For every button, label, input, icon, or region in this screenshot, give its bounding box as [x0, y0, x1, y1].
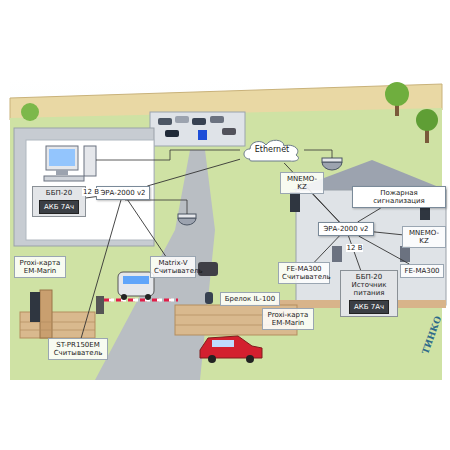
node-text: ББП-20 — [344, 273, 394, 281]
card-label: Proxi-карта EM-Marin — [14, 256, 66, 278]
controller-box: ЭРА-2000 v2 — [318, 222, 374, 236]
key-fob-label: Брелок IL-100 — [220, 292, 280, 306]
reader-post — [30, 292, 40, 322]
controller-box: ЭРА-2000 v2 — [96, 186, 150, 200]
node-text: АКБ 7Ач — [43, 203, 75, 211]
reader-label: FE-MA300 — [400, 264, 444, 278]
node-text: Proxi-карта EM-Marin — [18, 259, 62, 275]
front-fence — [20, 290, 297, 338]
wire — [147, 159, 240, 186]
power-supply: ББП-20Источник питанияАКБ 7Ач — [340, 270, 398, 317]
camera — [322, 158, 342, 170]
battery: АКБ 7Ач — [349, 300, 389, 314]
parking-lot — [150, 112, 245, 146]
network-wire — [304, 150, 332, 158]
camera-wire — [125, 200, 187, 214]
reader-label: ST-PR150EMСчитыватель — [48, 338, 108, 360]
right-building — [276, 160, 446, 308]
battery: АКБ 7Ач — [39, 200, 79, 214]
camera — [178, 214, 196, 225]
reader-label: MNEMO-KZ — [402, 226, 446, 248]
node-text: АКБ 7Ач — [353, 303, 385, 311]
node-text: Брелок IL-100 — [224, 295, 276, 303]
node-text: ST-PR150EM — [52, 341, 104, 349]
node-text: Считыватель — [282, 273, 326, 281]
reader-label: FE-MA300Считыватель — [278, 262, 330, 284]
wire — [128, 200, 166, 256]
node-text: MNEMO-KZ — [406, 229, 442, 245]
fire-alarm-box: Пожарная сигнализация — [352, 186, 446, 208]
voltage-label: 12 В — [82, 188, 100, 196]
network-wire — [96, 150, 240, 160]
reader-device — [198, 262, 218, 276]
node-text: Считыватель — [154, 267, 192, 275]
reader-label: MNEMO-KZ — [280, 172, 324, 194]
power-supply: ББП-20АКБ 7Ач — [32, 186, 86, 217]
mnemo-device — [290, 192, 300, 212]
node-text: MNEMO-KZ — [284, 175, 320, 191]
wire — [374, 232, 402, 235]
reader-label: Matrix-VСчитыватель — [150, 256, 196, 278]
node-text: Proxi-карта EM-Marin — [266, 311, 310, 327]
node-text: FE-MA300 — [282, 265, 326, 273]
node-text: Считыватель — [52, 349, 104, 357]
node-text: ЭРА-2000 v2 — [322, 225, 370, 233]
voltage-label: 12 В — [346, 244, 364, 252]
reader-device — [332, 246, 342, 262]
network-cloud: Ethernet — [240, 137, 304, 163]
node-text: ББП-20 — [36, 189, 82, 197]
node-text: FE-MA300 — [404, 267, 440, 275]
node-text: Пожарная сигнализация — [356, 189, 442, 205]
barrier — [96, 296, 178, 314]
wire — [81, 200, 121, 338]
card-label: Proxi-карта EM-Marin — [262, 308, 314, 330]
wire — [313, 194, 340, 222]
wire — [349, 236, 361, 270]
node-text: Matrix-V — [154, 259, 192, 267]
car — [118, 272, 154, 300]
node-text: ЭРА-2000 v2 — [100, 189, 146, 197]
left-building — [14, 128, 154, 246]
wire — [86, 197, 96, 198]
node-text: Ethernet — [240, 137, 304, 163]
node-text: Источник питания — [344, 281, 394, 297]
red-car — [200, 336, 262, 363]
wire — [358, 208, 381, 222]
wire — [315, 236, 340, 262]
key-fob — [205, 292, 213, 304]
